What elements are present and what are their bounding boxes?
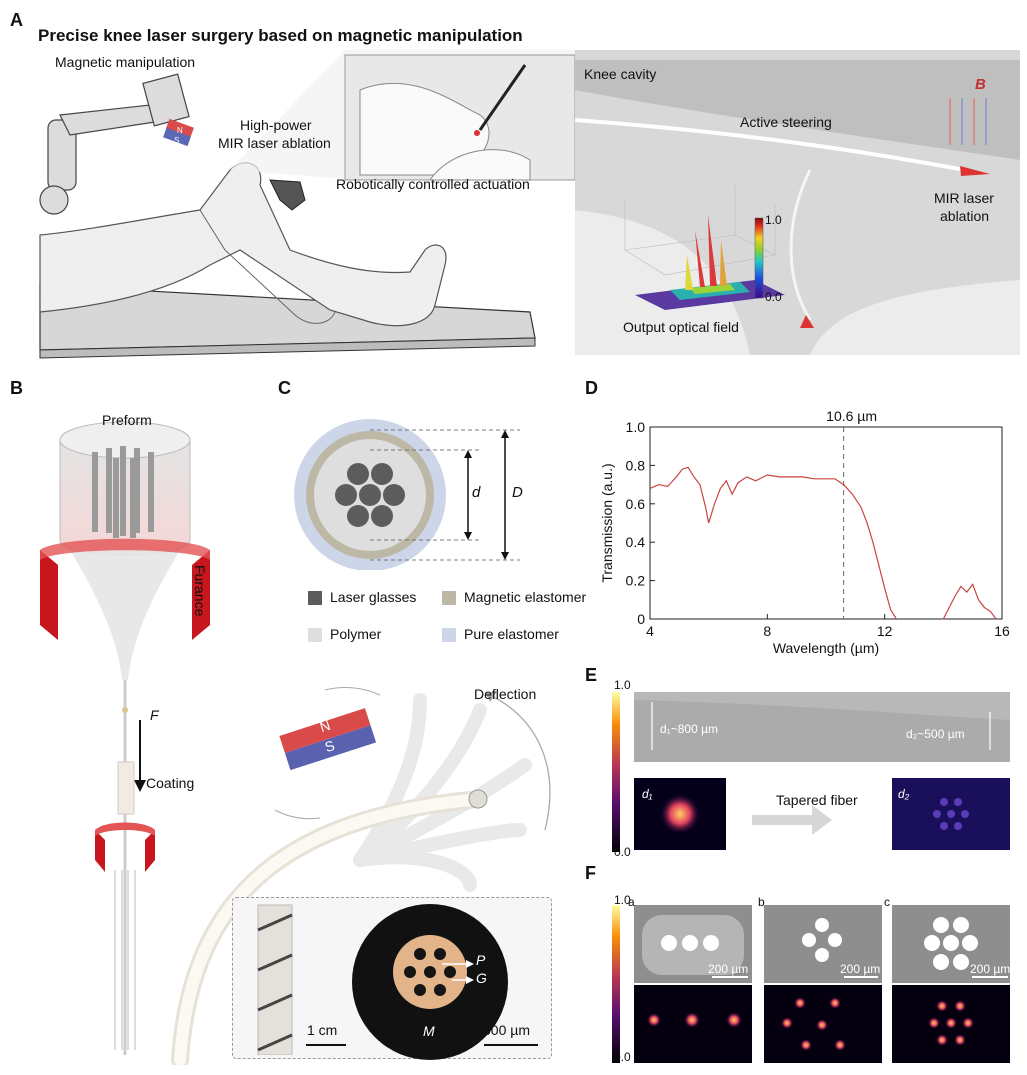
scale-label-500um: 500 µm <box>483 1022 530 1038</box>
scalebar-500um <box>484 1044 538 1046</box>
magnet-a-s: S <box>174 136 179 145</box>
label-magnetic-manipulation: Magnetic manipulation <box>55 54 196 70</box>
panel-letter-b: B <box>10 378 23 398</box>
y-axis-label: Transmission (a.u.) <box>599 463 615 582</box>
label-mir-laser-ablation: MIR laser ablation <box>218 135 331 151</box>
panel-a-illustration: N S <box>39 50 1020 359</box>
colorbar-f-min: 0.0 <box>614 1050 631 1064</box>
panel-e-images <box>612 692 1010 852</box>
legend-label-pure-elastomer: Pure elastomer <box>464 626 559 642</box>
label-d2-image: d₂ <box>898 787 910 801</box>
subpanel-tag-c: c <box>884 895 890 909</box>
scale-label-b: 200 µm <box>840 962 881 976</box>
y-tick-label: 0.8 <box>626 457 646 473</box>
label-preform: Preform <box>102 412 152 428</box>
y-tick-label: 1.0 <box>626 419 646 435</box>
label-force-f: F <box>150 707 159 723</box>
legend-swatch-pure-elastomer <box>442 628 456 642</box>
label-d2-length: d₂~500 µm <box>906 727 965 741</box>
legend-swatch-polymer <box>308 628 322 642</box>
deflection-illustration <box>171 687 551 1065</box>
panel-letter-a: A <box>10 10 23 30</box>
y-tick-label: 0.4 <box>626 534 646 550</box>
panel-a-title: Precise knee laser surgery based on magn… <box>38 26 523 45</box>
label-high-power: High-power <box>240 117 312 133</box>
panel-letter-c: C <box>278 378 291 398</box>
fiber-cross-section <box>294 419 520 570</box>
label-robotic-actuation: Robotically controlled actuation <box>336 176 530 192</box>
x-tick-label: 12 <box>877 623 893 639</box>
label-coating: Coating <box>146 775 195 791</box>
reference-line-label: 10.6 µm <box>826 408 877 424</box>
magnet-a-n: N <box>177 126 183 135</box>
legend-label-magnetic-elastomer: Magnetic elastomer <box>464 589 587 605</box>
plot-frame <box>649 426 1003 620</box>
colorbar-a-max: 1.0 <box>765 213 782 227</box>
label-active-steering: Active steering <box>740 114 832 130</box>
subpanel-tag-a: a <box>628 895 635 909</box>
label-deflection: Deflection <box>474 686 537 702</box>
label-output-optical-field: Output optical field <box>623 319 739 335</box>
colorbar-e-max: 1.0 <box>614 678 631 692</box>
legend-label-laser-glasses: Laser glasses <box>330 589 417 605</box>
legend-swatch-laser-glasses <box>308 591 322 605</box>
transmission-series-line <box>942 583 997 620</box>
colorbar-e-min: 0.0 <box>614 845 631 859</box>
scale-label-c: 200 µm <box>970 962 1011 976</box>
panel-b-illustration <box>40 421 210 1055</box>
x-tick-label: 16 <box>994 623 1010 639</box>
label-p: P <box>476 952 486 968</box>
panel-letter-e: E <box>585 665 598 685</box>
legend-label-polymer: Polymer <box>330 626 382 642</box>
label-m: M <box>423 1023 435 1039</box>
label-ablation: ablation <box>940 208 990 224</box>
transmission-series-line <box>649 466 897 620</box>
label-g: G <box>476 970 487 986</box>
panel-letter-f: F <box>585 863 596 883</box>
label-mir-laser: MIR laser <box>934 190 994 206</box>
y-tick-label: 0 <box>637 611 645 627</box>
fiber-section-photo <box>352 904 508 1060</box>
fiber-coil-photo <box>257 904 293 1055</box>
scalebar-1cm <box>306 1044 346 1046</box>
legend-swatch-magnetic-elastomer <box>442 591 456 605</box>
scale-label-a: 200 µm <box>708 962 749 976</box>
label-d1-image: d₁ <box>642 787 653 801</box>
panel-f-images <box>612 905 1010 1063</box>
label-field-b: B <box>975 76 986 93</box>
y-tick-label: 0.6 <box>626 496 646 512</box>
y-tick-label: 0.2 <box>626 573 646 589</box>
colorbar-f-max: 1.0 <box>614 893 631 907</box>
colorbar-a-min: 0.0 <box>765 290 782 304</box>
label-d-inner: d <box>472 484 481 501</box>
label-tapered-fiber: Tapered fiber <box>776 792 858 808</box>
label-d-outer: D <box>512 484 523 501</box>
subpanel-tag-b: b <box>758 895 765 909</box>
label-d1-length: d₁~800 µm <box>660 722 718 736</box>
scale-label-1cm: 1 cm <box>307 1022 338 1038</box>
x-tick-label: 8 <box>763 623 771 639</box>
label-furnace: Furance <box>192 565 208 617</box>
x-tick-label: 4 <box>646 623 654 639</box>
panel-letter-d: D <box>585 378 598 398</box>
x-axis-label: Wavelength (µm) <box>773 640 879 656</box>
label-knee-cavity: Knee cavity <box>584 66 657 82</box>
